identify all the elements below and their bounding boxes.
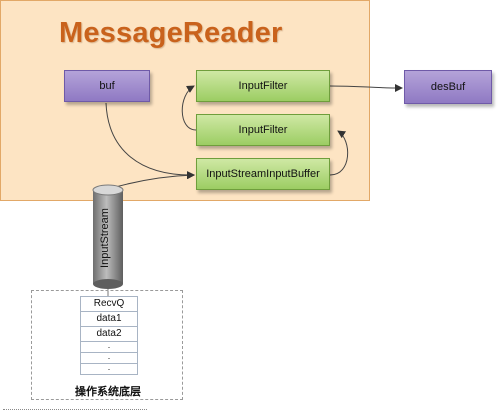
divider bbox=[3, 409, 147, 410]
arrow-buf-to-buffer bbox=[105, 102, 195, 180]
input-stream-label: InputStream bbox=[99, 208, 111, 268]
arrow-stream-to-buffer bbox=[111, 171, 195, 189]
queue-cell: . bbox=[81, 341, 137, 353]
os-layer-area bbox=[31, 290, 183, 400]
input-filter-box-2: InputFilter bbox=[196, 114, 330, 146]
arrow-filter1-to-desbuf bbox=[329, 83, 403, 92]
os-layer-label: 操作系统底层 bbox=[75, 386, 141, 398]
queue-cell: . bbox=[81, 363, 137, 375]
queue-cell: data2 bbox=[81, 327, 137, 342]
input-stream-input-buffer-box: InputStreamInputBuffer bbox=[196, 158, 330, 190]
input-filter-box-1: InputFilter bbox=[196, 70, 330, 102]
arrow-buffer-to-filter2 bbox=[329, 130, 349, 176]
input-stream-cylinder bbox=[92, 184, 124, 289]
buf-box: buf bbox=[64, 70, 150, 102]
queue-cell: RecvQ bbox=[81, 297, 137, 312]
queue-cell: data1 bbox=[81, 312, 137, 327]
recv-queue: RecvQ data1 data2 . . . bbox=[80, 296, 138, 375]
arrow-filter2-to-filter1 bbox=[181, 85, 197, 131]
desbuf-box: desBuf bbox=[404, 70, 492, 104]
panel-title: MessageReader bbox=[59, 17, 283, 49]
queue-cell: . bbox=[81, 352, 137, 364]
